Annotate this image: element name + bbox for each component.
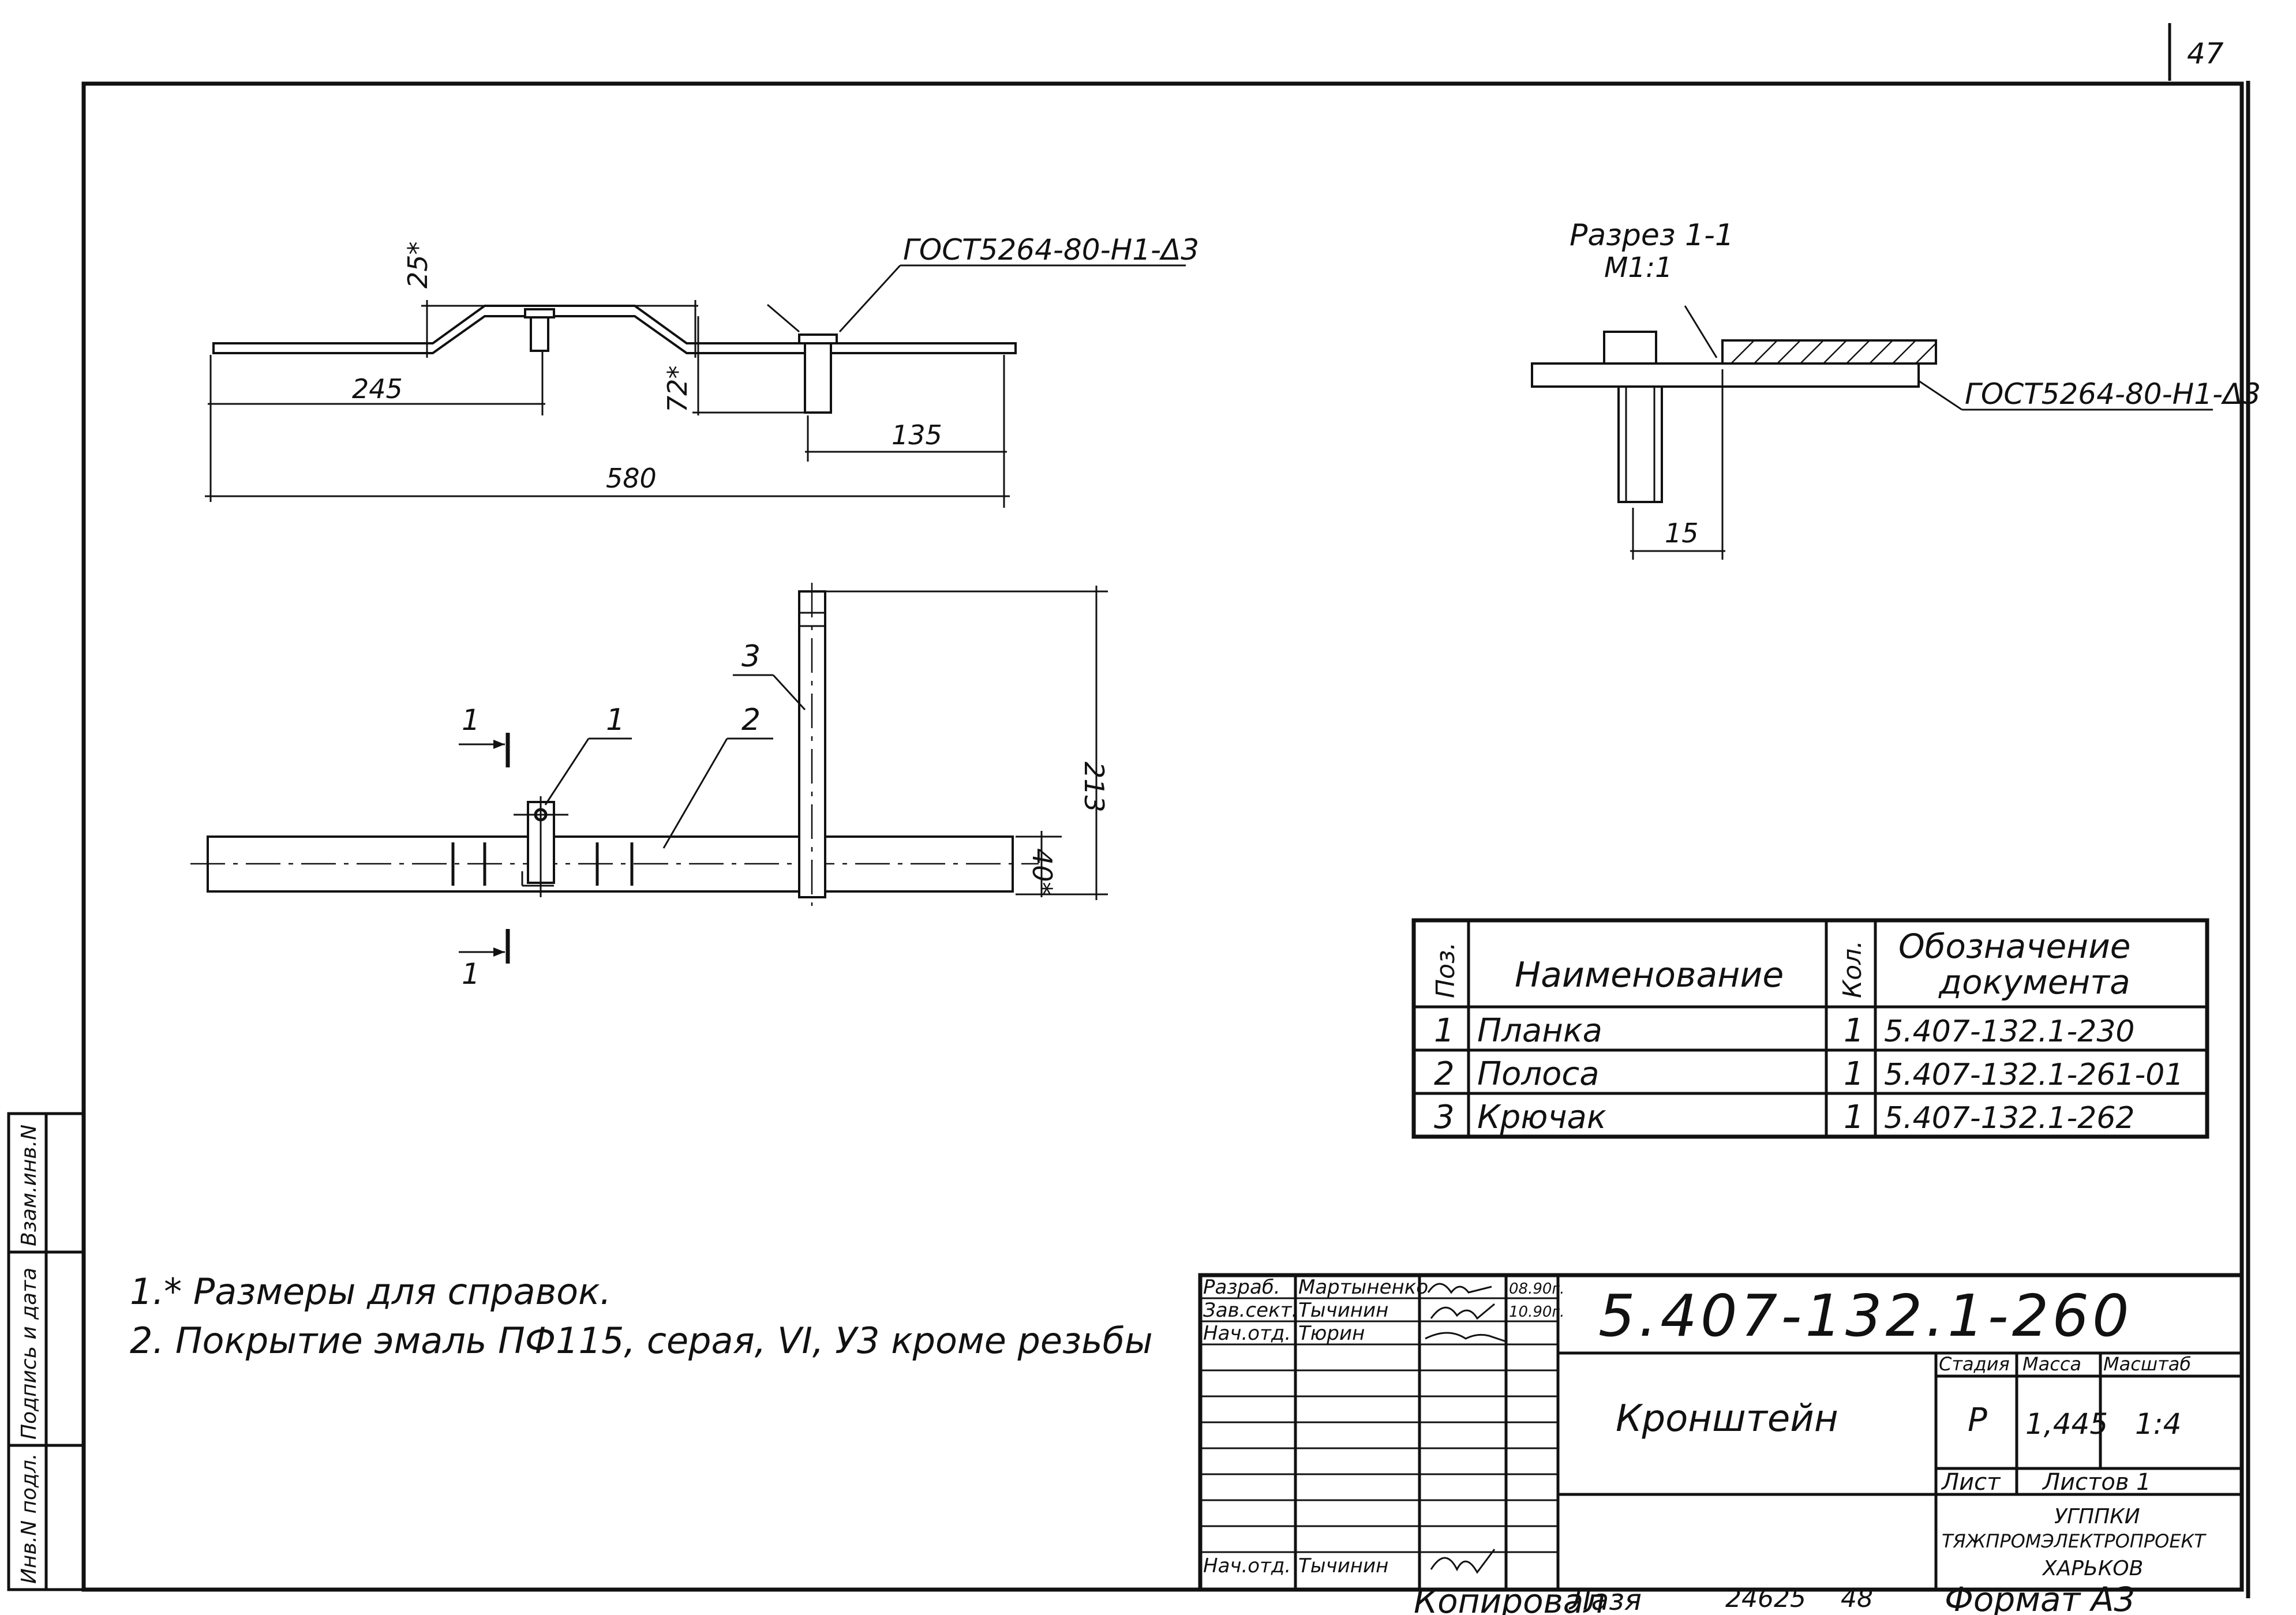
spec-row-3-qty: 1	[1844, 1099, 1864, 1136]
spec-row-1-name: Планка	[1477, 1012, 1602, 1050]
spec-row-2-qty: 1	[1844, 1055, 1864, 1093]
tb-sheets-label: Листов 1	[2042, 1469, 2151, 1496]
top-weld-note: ГОСТ5264-80-Н1-Δ3	[903, 233, 1199, 267]
tb-sheet-label: Лист	[1941, 1469, 2001, 1496]
spec-header-pos: Поз.	[1431, 942, 1460, 998]
tb-org-3: ХАРЬКОВ	[2042, 1557, 2143, 1580]
top-dim-245: 245	[352, 373, 403, 404]
section-hatch	[1731, 340, 1937, 364]
signature-2	[1430, 1303, 1495, 1320]
tb-scale-label: Масштаб	[2103, 1353, 2191, 1375]
spec-row-3-doc: 5.407-132.1-262	[1884, 1101, 2135, 1136]
footer-order: 24625	[1725, 1584, 1806, 1613]
note-1: 1.* Размеры для справок.	[130, 1271, 611, 1313]
signature-1	[1427, 1283, 1492, 1294]
callout-1: 1	[606, 703, 625, 737]
section-dim-15: 15	[1665, 518, 1699, 549]
table-row: 1 Планка 1 5.407-132.1-230	[1434, 1012, 2135, 1050]
tb-person-4: Тычинин	[1298, 1554, 1388, 1577]
top-dim-25: 25*	[402, 241, 433, 288]
tb-mass: 1,445	[2025, 1407, 2108, 1441]
tb-name: Кронштейн	[1616, 1397, 1838, 1440]
table-row: 2 Полоса 1 5.407-132.1-261-01	[1434, 1055, 2183, 1093]
section-mark-top: 1	[462, 703, 480, 737]
table-row: 3 Крючак 1 5.407-132.1-262	[1434, 1099, 2135, 1136]
top-dim-580: 580	[606, 463, 657, 494]
spec-row-1-doc: 5.407-132.1-230	[1884, 1014, 2135, 1049]
footer-number: 48	[1841, 1584, 1873, 1613]
spec-header-name: Наименование	[1515, 955, 1784, 995]
section-view: Разрез 1-1 М1:1 ГОСТ5264-80-Н1-Δ3	[1531, 218, 2261, 560]
tb-role-4: Нач.отд.	[1203, 1554, 1291, 1577]
spec-row-2-name: Полоса	[1477, 1055, 1600, 1093]
spec-header-doc-2: документа	[1938, 962, 2130, 1002]
tb-date-1: 08.90г.	[1509, 1280, 1564, 1298]
tb-designation: 5.407-132.1-260	[1598, 1282, 2133, 1350]
spec-row-3-name: Крючак	[1477, 1099, 1606, 1136]
top-view: ГОСТ5264-80-Н1-Δ3 25* 72* 245 135 580	[205, 233, 1199, 508]
tb-org-2: ТЯЖПРОМЭЛЕКТРОПРОЕКТ	[1942, 1530, 2207, 1552]
spec-row-3-pos: 3	[1434, 1099, 1455, 1136]
top-dim-135: 135	[892, 419, 942, 451]
sheet-number: 47	[2187, 37, 2224, 70]
section-scale: М1:1	[1604, 252, 1673, 284]
tb-person-1: Мартыненко	[1298, 1276, 1428, 1299]
footer-copied: Копировал	[1414, 1582, 1605, 1615]
notes: 1.* Размеры для справок. 2. Покрытие эма…	[130, 1271, 1153, 1362]
spec-header-qty: Кол.	[1838, 940, 1867, 998]
tb-person-3: Тюрин	[1298, 1322, 1365, 1345]
tb-stage-label: Стадия	[1939, 1353, 2010, 1375]
footer: Копировал Лазя 24625 48 Формат А3	[1414, 1580, 2135, 1615]
plan-view: 1 2 3 1 1 213 40*	[190, 583, 1110, 991]
side-stamp-sign: Подпись и дата	[17, 1268, 41, 1440]
signature-4	[1430, 1549, 1496, 1574]
tb-person-2: Тычинин	[1298, 1299, 1388, 1322]
title-block: Разраб. Мартыненко 08.90г. Зав.сект. Тыч…	[1198, 1273, 2244, 1592]
tb-org-1: УГППКИ	[2054, 1505, 2140, 1528]
top-dim-72: 72*	[662, 365, 693, 413]
tb-stage: Р	[1968, 1402, 1987, 1439]
side-stamp-replace: Взам.инв.N	[17, 1125, 41, 1246]
tb-role-2: Зав.сект.	[1203, 1299, 1298, 1322]
spec-row-1-qty: 1	[1844, 1012, 1864, 1050]
side-stamp-inv: Инв.N подл.	[17, 1453, 41, 1584]
plan-dim-213: 213	[1078, 762, 1110, 812]
callout-2: 2	[741, 703, 761, 737]
spec-row-2-doc: 5.407-132.1-261-01	[1884, 1058, 2183, 1092]
drawing-frame	[81, 81, 2244, 1592]
footer-copier: Лазя	[1568, 1583, 1642, 1615]
spec-table: Поз. Наименование Кол. Обозначение докум…	[1411, 918, 2209, 1139]
tb-date-2: 10.90г.	[1509, 1303, 1564, 1321]
side-stamp: Инв.N подл. Подпись и дата Взам.инв.N	[7, 1112, 85, 1591]
footer-format: Формат А3	[1945, 1580, 2135, 1615]
section-weld-note: ГОСТ5264-80-Н1-Δ3	[1965, 377, 2261, 411]
tb-scale: 1:4	[2135, 1407, 2181, 1441]
tb-role-3: Нач.отд.	[1203, 1322, 1291, 1345]
section-title: Разрез 1-1	[1570, 218, 1734, 253]
callout-3: 3	[741, 639, 761, 674]
spec-header-doc-1: Обозначение	[1898, 927, 2130, 966]
tb-role-1: Разраб.	[1203, 1276, 1280, 1299]
spec-row-1-pos: 1	[1434, 1012, 1455, 1050]
signature-3	[1425, 1332, 1507, 1343]
plan-dim-40: 40*	[1027, 848, 1058, 895]
spec-row-2-pos: 2	[1434, 1055, 1455, 1093]
tb-mass-label: Масса	[2022, 1353, 2081, 1375]
section-mark-bottom: 1	[462, 957, 480, 991]
note-2: 2. Покрытие эмаль ПФ115, серая, VI, У3 к…	[130, 1320, 1153, 1362]
